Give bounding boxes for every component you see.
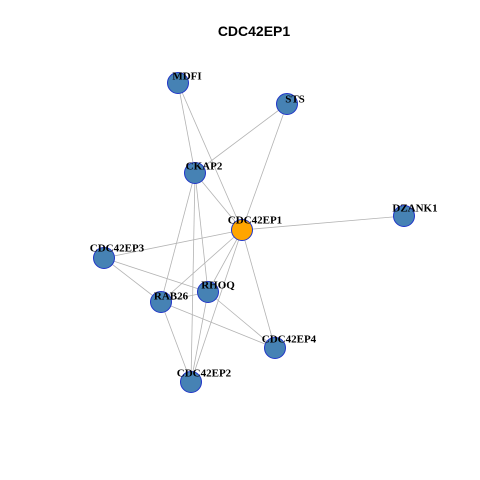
node-cdc42ep3 xyxy=(93,247,115,269)
node-rab26 xyxy=(150,291,172,313)
node-ckap2 xyxy=(184,162,206,184)
edge-ckap2-rab26 xyxy=(160,172,196,303)
node-label-cdc42ep3: CDC42EP3 xyxy=(90,243,145,255)
edge-layer xyxy=(103,82,405,383)
edge-cdc42ep3-rab26 xyxy=(103,257,162,303)
edge-mdfi-cdc42ep1 xyxy=(177,82,243,231)
edge-cdc42ep1-dzank1 xyxy=(241,215,405,231)
node-label-rab26: RAB26 xyxy=(154,291,189,303)
edge-sts-ckap2 xyxy=(194,103,288,174)
edge-sts-cdc42ep1 xyxy=(241,103,288,231)
edge-rhoq-cdc42ep4 xyxy=(207,291,276,349)
node-label-sts: STS xyxy=(285,94,305,106)
edge-ckap2-cdc42ep2 xyxy=(190,172,196,383)
node-label-dzank1: DZANK1 xyxy=(392,203,437,215)
edge-ckap2-rhoq xyxy=(194,172,209,293)
edge-cdc42ep1-rab26 xyxy=(160,229,243,303)
edge-cdc42ep1-cdc42ep4 xyxy=(241,229,276,349)
edge-cdc42ep1-rhoq xyxy=(207,229,243,293)
node-label-rhoq: RHOQ xyxy=(201,280,235,292)
node-sts xyxy=(276,93,298,115)
graph-title: CDC42EP1 xyxy=(218,23,291,39)
node-label-cdc42ep4: CDC42EP4 xyxy=(262,334,317,346)
node-label-ckap2: CKAP2 xyxy=(186,161,223,173)
edge-ckap2-cdc42ep1 xyxy=(194,172,243,231)
node-label-mdfi: MDFI xyxy=(172,71,201,83)
node-label-cdc42ep2: CDC42EP2 xyxy=(177,368,232,380)
node-cdc42ep1 xyxy=(231,219,253,241)
node-layer xyxy=(93,72,415,393)
edge-cdc42ep1-cdc42ep3 xyxy=(103,229,243,259)
edge-rab26-cdc42ep4 xyxy=(160,301,276,349)
node-mdfi xyxy=(167,72,189,94)
node-label-cdc42ep1: CDC42EP1 xyxy=(228,215,282,227)
node-cdc42ep2 xyxy=(180,371,202,393)
edge-rab26-cdc42ep2 xyxy=(160,301,192,383)
edge-rhoq-cdc42ep2 xyxy=(190,291,209,383)
edge-cdc42ep3-rhoq xyxy=(103,257,209,293)
node-cdc42ep4 xyxy=(264,337,286,359)
node-rhoq xyxy=(197,281,219,303)
edge-cdc42ep1-cdc42ep2 xyxy=(190,229,243,383)
node-dzank1 xyxy=(393,205,415,227)
edge-mdfi-ckap2 xyxy=(177,82,196,174)
